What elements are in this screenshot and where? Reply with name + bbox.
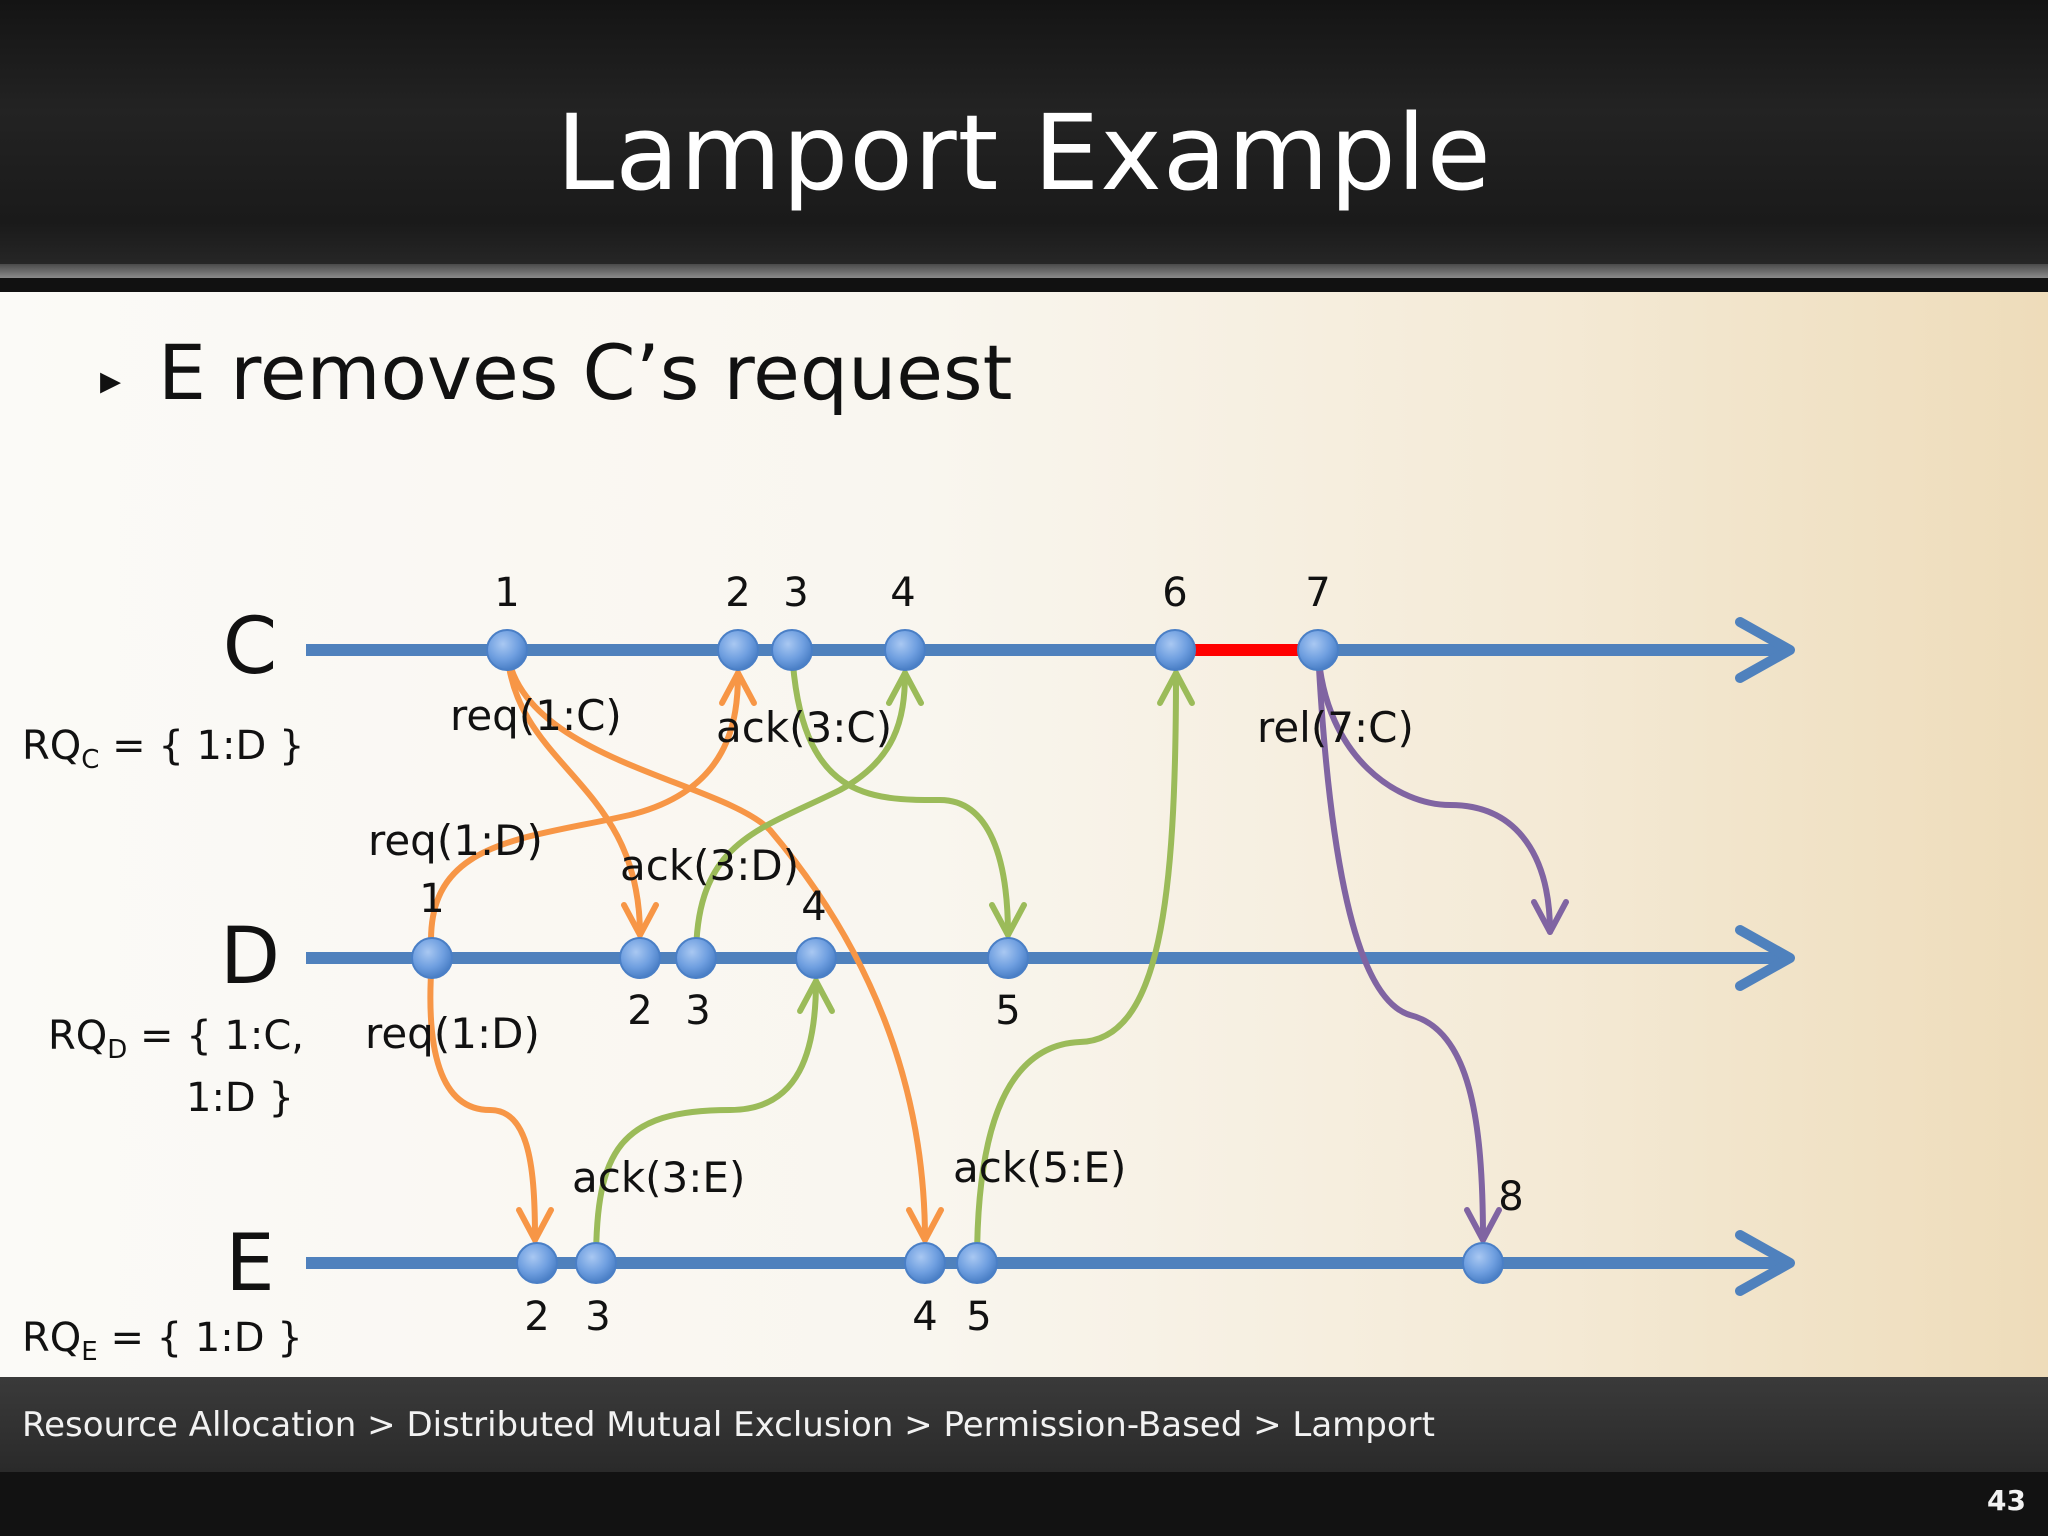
message-ack-3e-to-d [593,978,835,1266]
rq-value: = { 1:C, [140,1013,304,1059]
page-number: 43 [1987,1484,2026,1517]
event-dots-e [516,1242,1504,1284]
message-req-1c-to-d [504,647,659,938]
message-label-ack-3e: ack(3:E) [572,1153,745,1202]
request-queue-d: RQD = { 1:C, [48,1010,304,1076]
process-label-d: D [220,912,280,1002]
event-dot [987,937,1029,979]
message-label-ack-3d: ack(3:D) [620,841,799,890]
event-dots-d [411,937,1029,979]
message-rel-7c-to-d [1315,647,1569,935]
rq-prefix: RQ [22,1315,82,1361]
event-number: 3 [783,570,808,616]
message-label-rel-7c: rel(7:C) [1257,703,1414,752]
message-ack-3c-to-d [789,647,1027,938]
message-label-req-1d-down: req(1:D) [365,1009,540,1058]
process-label-e: E [225,1219,274,1309]
slide-content [0,292,2048,1377]
event-dot [486,629,528,671]
request-queue-e: RQE = { 1:D } [22,1312,303,1378]
event-number: 3 [685,988,710,1034]
bottom-bar [0,1472,2048,1536]
event-number: 3 [585,1294,610,1340]
event-dot [411,937,453,979]
timeline-c [306,617,1795,683]
message-label-req-1d-up: req(1:D) [368,816,543,865]
page-title: Lamport Example [556,92,1492,214]
event-dot [884,629,926,671]
event-number: 6 [1162,570,1187,616]
rq-value: = { 1:D } [110,1315,303,1361]
message-ack-5e-to-c [974,670,1195,1266]
event-number: 1 [419,876,444,922]
event-dot [619,937,661,979]
request-queue-c: RQC = { 1:D } [22,720,304,786]
message-req-1d-to-c [428,670,757,961]
event-dot [1297,629,1339,671]
message-label-ack-5e: ack(5:E) [953,1143,1126,1192]
event-dot [904,1242,946,1284]
event-number: 2 [725,570,750,616]
request-queue-d-continued: 1:D } [186,1075,294,1121]
rq-prefix: RQ [22,723,82,769]
event-number: 4 [912,1294,937,1340]
event-number: 2 [524,1294,549,1340]
event-dot [956,1242,998,1284]
event-dot [771,629,813,671]
event-number: 7 [1305,570,1330,616]
message-req-1d-to-e [427,955,554,1243]
message-rel-7c-to-e [1315,647,1502,1243]
timeline-d [306,925,1795,991]
rq-subscript: E [81,1337,98,1367]
event-dot [1462,1242,1504,1284]
event-dot [516,1242,558,1284]
message-label-ack-3c: ack(3:C) [716,703,892,752]
event-number: 2 [627,988,652,1034]
event-dot [1154,629,1196,671]
event-number: 4 [890,570,915,616]
message-ack-3d-to-c [693,670,924,961]
rq-value: = { 1:D } [112,723,305,769]
rq-subscript: C [81,745,100,775]
event-dot [717,629,759,671]
breadcrumb: Resource Allocation > Distributed Mutual… [22,1405,1435,1445]
event-dot [795,937,837,979]
bullet-marker-icon: ▸ [100,355,122,404]
process-label-c: C [223,602,277,692]
event-dots-c [486,629,1339,671]
title-bar [0,0,2048,278]
event-dot [675,937,717,979]
event-number: 4 [801,884,826,930]
message-label-req-1c: req(1:C) [450,691,622,740]
message-req-1c-to-e [504,647,944,1243]
rq-subscript: D [107,1035,128,1065]
rq-prefix: RQ [48,1013,108,1059]
event-dot [575,1242,617,1284]
event-number: 8 [1498,1174,1523,1220]
event-number: 1 [494,570,519,616]
event-number: 5 [995,988,1020,1034]
event-number: 5 [966,1294,991,1340]
footer-bar [0,1377,2048,1472]
bullet-text: E removes C’s request [158,328,1013,417]
